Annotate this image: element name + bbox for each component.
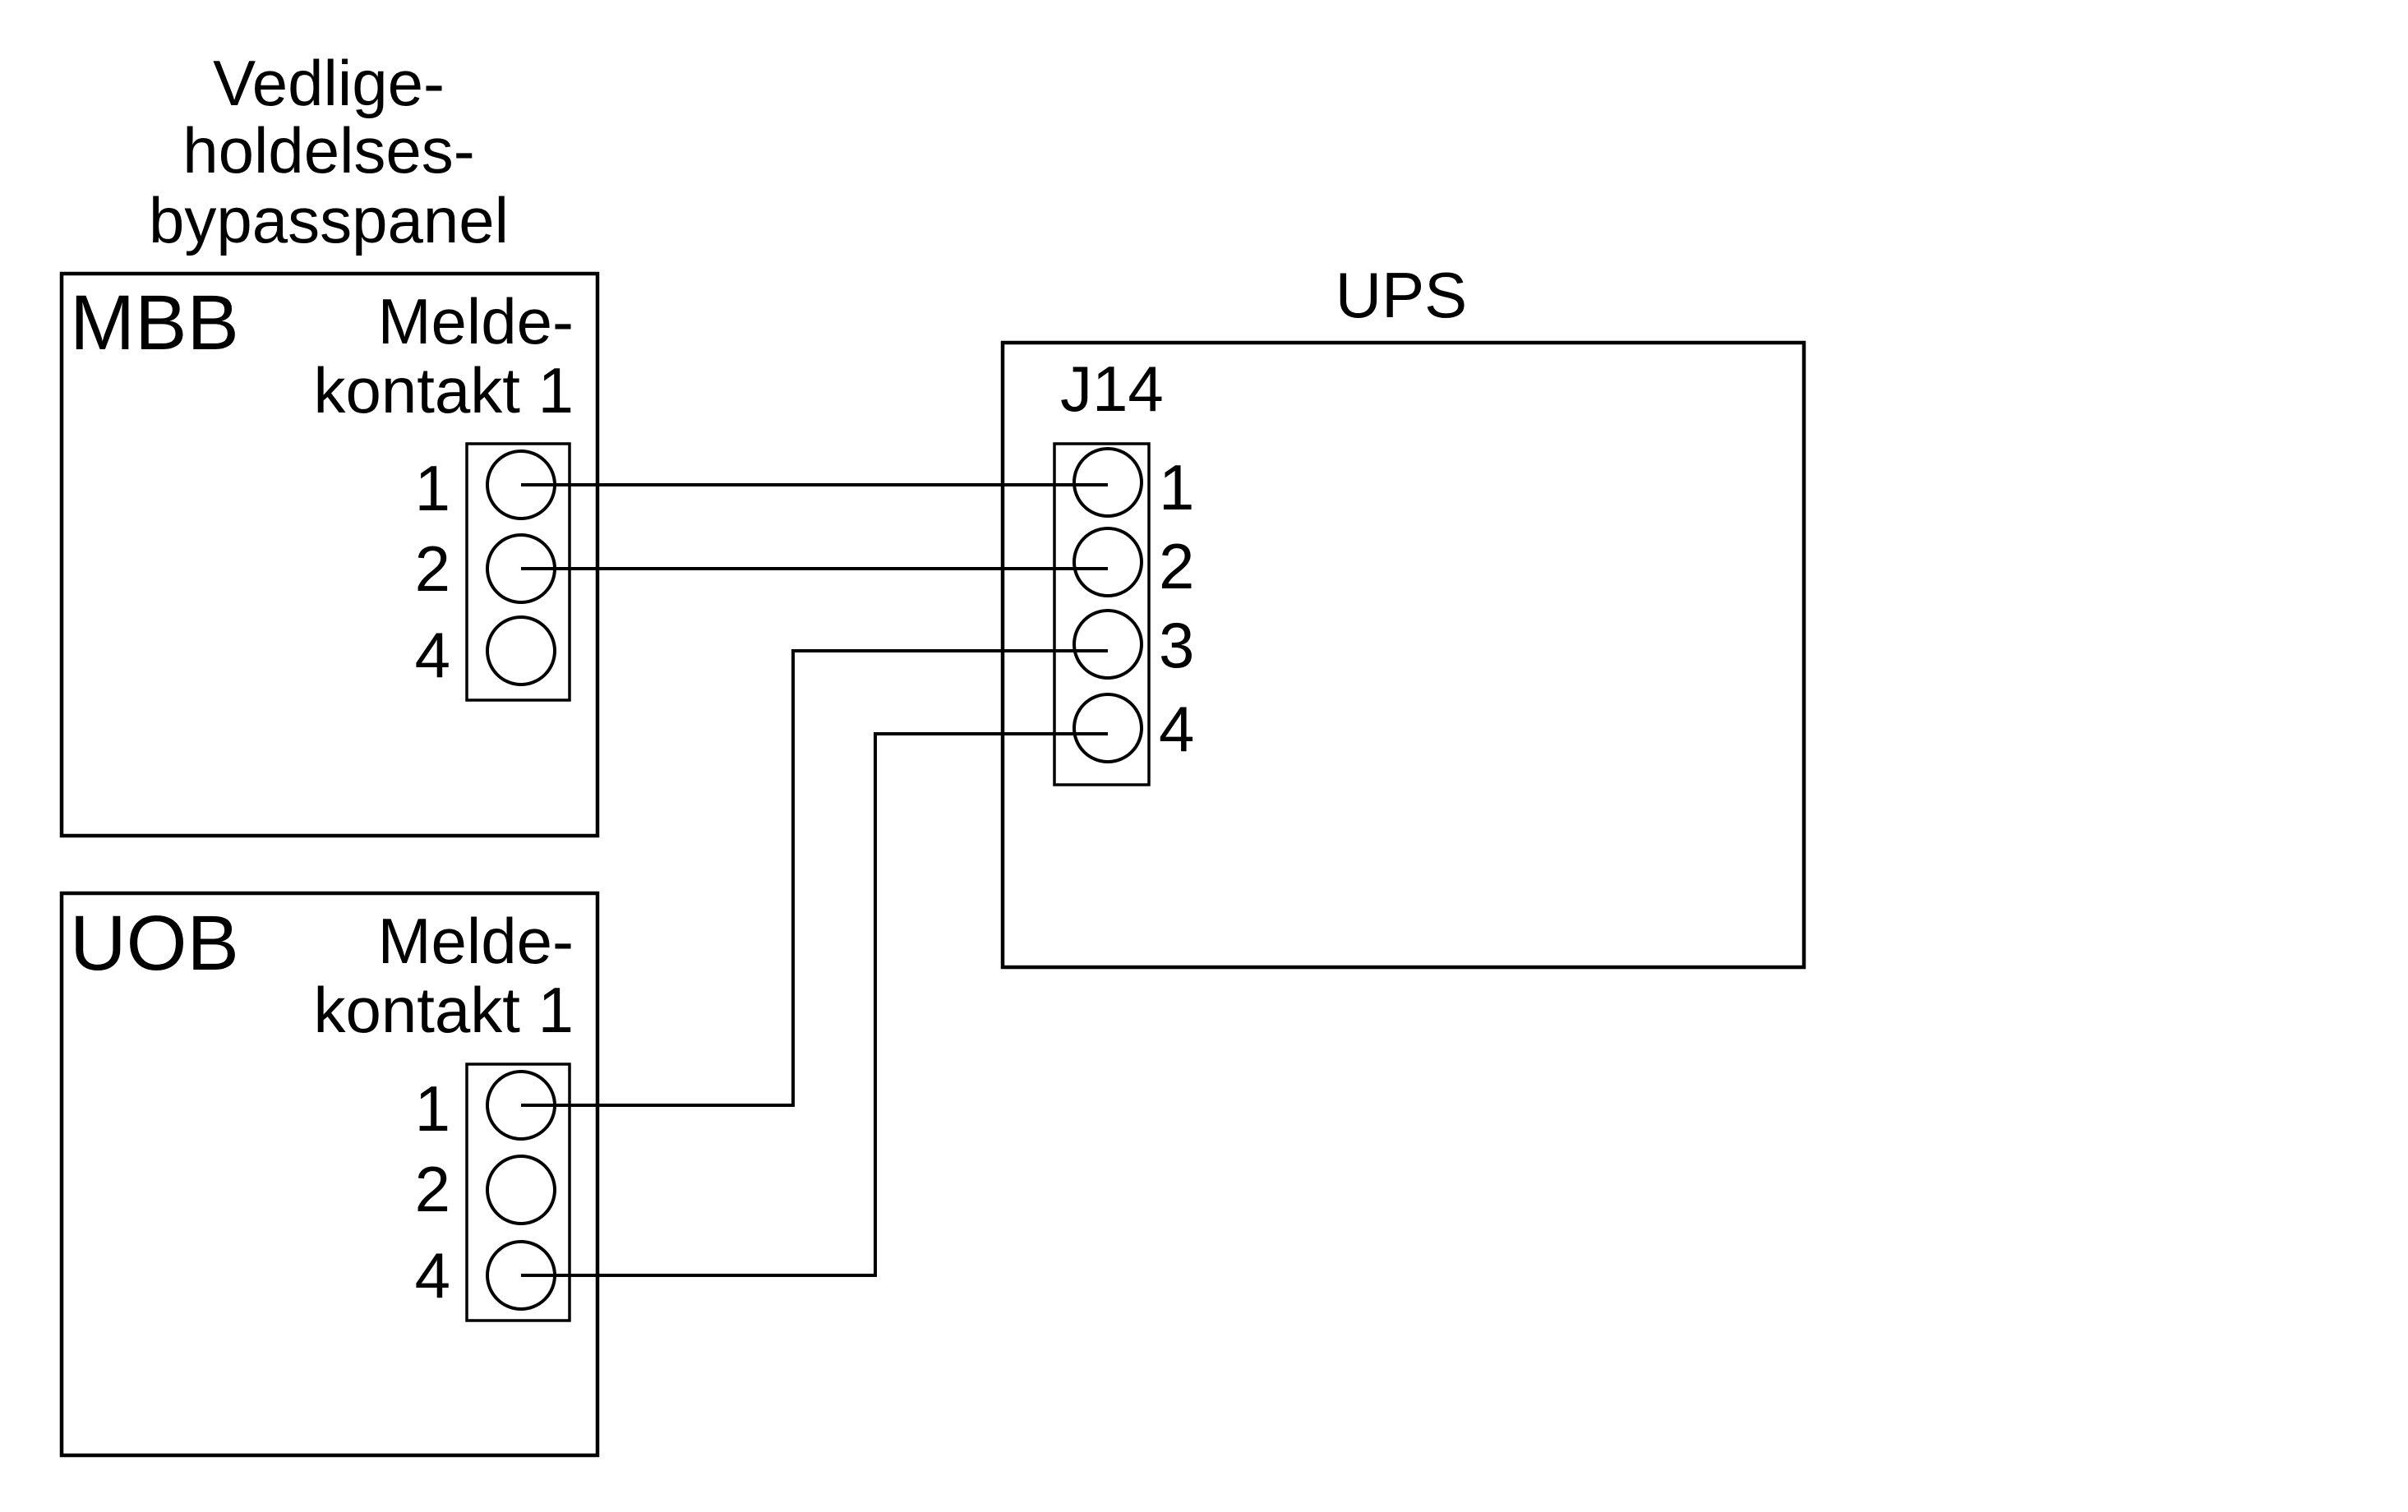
panel-title-line-1: Vedlige- [213, 47, 445, 119]
mbb-pin-label-1: 1 [415, 452, 450, 524]
uob-terminal-strip [465, 1063, 571, 1322]
uob-pin-label-4: 4 [415, 1239, 450, 1311]
uob-contact-line-1: Melde- [378, 905, 574, 977]
wire-uob1-j14-3 [521, 649, 1108, 1107]
mbb-pin-label-4: 4 [415, 619, 450, 691]
mbb-box [59, 271, 600, 838]
uob-module: UOB Melde- kontakt 1 1 2 4 [59, 891, 600, 1458]
j14-label: J14 [1060, 353, 1164, 425]
j14-terminal-2 [1073, 527, 1143, 597]
ups-box [1000, 340, 1806, 970]
wire-uob4-j14-4 [521, 732, 1108, 1277]
j14-pin-label-3: 3 [1159, 609, 1194, 681]
bypass-panel-title: Vedlige- holdelses- bypasspanel [149, 47, 509, 256]
uob-pin-label-2: 2 [415, 1153, 450, 1225]
j14-terminal-1 [1073, 447, 1143, 518]
mbb-terminal-strip [465, 442, 571, 702]
j14-terminal-4 [1073, 693, 1143, 763]
uob-contact-line-2: kontakt 1 [313, 974, 574, 1046]
j14-pin-label-2: 2 [1159, 530, 1194, 602]
mbb-contact-line-2: kontakt 1 [313, 354, 574, 426]
j14-terminal-3 [1073, 609, 1143, 680]
mbb-module: MBB Melde- kontakt 1 1 2 4 [59, 271, 600, 838]
j14-pin-label-4: 4 [1159, 693, 1194, 765]
j14-terminal-strip [1053, 442, 1151, 786]
wires [521, 483, 1108, 1277]
uob-pin-label-1: 1 [415, 1072, 450, 1145]
mbb-label: MBB [70, 279, 239, 366]
panel-title-line-2: holdelses- [182, 114, 475, 187]
uob-terminal-2 [486, 1155, 556, 1225]
uob-label: UOB [70, 900, 239, 987]
j14-pin-label-1: 1 [1159, 451, 1194, 523]
mbb-contact-line-1: Melde- [378, 285, 574, 357]
ups-label: UPS [1335, 259, 1467, 331]
uob-box [59, 891, 600, 1458]
mbb-terminal-4 [486, 615, 556, 686]
ups-module: UPS J14 1 2 3 4 [1000, 259, 1806, 970]
mbb-pin-label-2: 2 [415, 532, 450, 605]
panel-title-line-3: bypasspanel [149, 184, 509, 256]
